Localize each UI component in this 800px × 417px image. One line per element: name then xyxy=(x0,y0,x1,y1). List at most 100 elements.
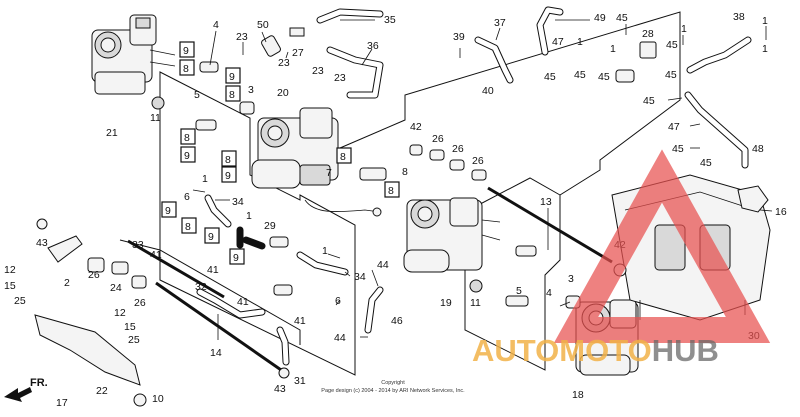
callout-1f: 1 xyxy=(202,173,208,185)
callout-35: 35 xyxy=(384,14,396,26)
callout-23c: 23 xyxy=(312,65,324,77)
front-arrow: FR. xyxy=(4,377,48,402)
callout-45c: 45 xyxy=(574,69,586,81)
callout-numbers: 4 23 50 23 27 23 35 36 23 39 40 37 49 45… xyxy=(4,11,787,409)
callout-19: 19 xyxy=(440,297,452,309)
callout-41a: 41 xyxy=(150,249,162,261)
callout-25b: 25 xyxy=(128,334,140,346)
box-label-9d: 9 xyxy=(225,170,231,182)
callout-8h: 8 xyxy=(402,166,408,178)
callout-15a: 15 xyxy=(4,280,16,292)
callout-46: 46 xyxy=(391,315,403,327)
callout-1h: 1 xyxy=(322,245,328,257)
small-parts xyxy=(34,27,657,407)
callout-2: 2 xyxy=(64,277,70,289)
front-arrow-label: FR. xyxy=(30,377,48,389)
callout-43b: 43 xyxy=(274,383,286,395)
callout-4b: 4 xyxy=(546,287,552,299)
callout-29: 29 xyxy=(264,220,276,232)
carburetor-20 xyxy=(251,107,382,217)
callout-3a: 3 xyxy=(248,84,254,96)
callout-22: 22 xyxy=(96,385,108,397)
callout-45b: 45 xyxy=(544,71,556,83)
callout-45e: 45 xyxy=(666,39,678,51)
callout-17: 17 xyxy=(56,397,68,409)
callout-26e: 26 xyxy=(134,297,146,309)
watermark-triangle xyxy=(553,149,771,343)
hose-group xyxy=(196,6,752,366)
callout-26d: 26 xyxy=(88,269,100,281)
callout-5b: 5 xyxy=(516,285,522,297)
callout-49: 49 xyxy=(594,12,606,24)
callout-39: 39 xyxy=(453,31,465,43)
box-label-8f: 8 xyxy=(388,185,394,197)
watermark-part3: HUB xyxy=(652,333,719,368)
callout-34b: 34 xyxy=(354,271,366,283)
box-label-9g: 9 xyxy=(233,252,239,264)
callout-34a: 34 xyxy=(232,196,244,208)
callout-1b: 1 xyxy=(610,43,616,55)
callout-4a: 4 xyxy=(213,19,219,31)
callout-7: 7 xyxy=(326,167,332,179)
callout-45h: 45 xyxy=(672,143,684,155)
box-label-8a: 8 xyxy=(183,63,189,75)
copyright-text: Page design (c) 2004 - 2014 by ARI Netwo… xyxy=(321,388,465,394)
callout-5a: 5 xyxy=(194,89,200,101)
box-label-9b: 9 xyxy=(229,71,235,83)
callout-45g: 45 xyxy=(643,95,655,107)
callout-14: 14 xyxy=(210,347,222,359)
callout-47a: 47 xyxy=(552,36,564,48)
callout-45i: 45 xyxy=(700,157,712,169)
callout-26a: 26 xyxy=(432,133,444,145)
callout-45a: 45 xyxy=(616,12,628,24)
carburetor-21 xyxy=(91,14,176,95)
callout-36: 36 xyxy=(367,40,379,52)
callout-26b: 26 xyxy=(452,143,464,155)
callout-12b: 12 xyxy=(114,307,126,319)
callout-27: 27 xyxy=(292,47,304,59)
rod-group xyxy=(127,186,613,374)
box-label-9a: 9 xyxy=(183,45,189,57)
callout-15b: 15 xyxy=(124,321,136,333)
box-label-9c: 9 xyxy=(184,150,190,162)
callout-12a: 12 xyxy=(4,264,16,276)
callout-11a: 11 xyxy=(150,112,161,124)
callout-1c: 1 xyxy=(681,23,687,35)
boxed-callouts: 9 8 9 8 8 9 8 9 8 8 9 8 9 9 xyxy=(161,41,400,265)
callout-43a: 43 xyxy=(36,237,48,249)
box-label-8b: 8 xyxy=(229,89,235,101)
callout-47b: 47 xyxy=(668,121,680,133)
callout-11b: 11 xyxy=(470,297,481,309)
callout-13: 13 xyxy=(540,196,552,208)
leader-lines xyxy=(192,19,773,340)
front-arrow-icon xyxy=(4,387,32,402)
callout-1d: 1 xyxy=(762,15,768,27)
callout-1g: 1 xyxy=(246,210,252,222)
frame-lines xyxy=(119,11,681,376)
box-label-8g: 8 xyxy=(185,221,191,233)
watermark-auto: AUTOMOTOHUB xyxy=(472,333,719,368)
callout-1e: 1 xyxy=(762,43,768,55)
callout-41b: 41 xyxy=(207,264,219,276)
callout-41c: 41 xyxy=(237,296,249,308)
box-label-8e: 8 xyxy=(340,151,346,163)
callout-44a: 44 xyxy=(377,259,389,271)
callout-42a: 42 xyxy=(410,121,422,133)
callout-37: 37 xyxy=(494,17,506,29)
callout-32: 32 xyxy=(195,281,207,293)
callout-3b: 3 xyxy=(568,273,574,285)
callout-26c: 26 xyxy=(472,155,484,167)
box-label-9f: 9 xyxy=(208,231,214,243)
watermark: AUTOMOTOHUB xyxy=(472,149,771,368)
callout-18: 18 xyxy=(572,389,584,401)
callout-31: 31 xyxy=(294,375,306,387)
callout-40: 40 xyxy=(482,85,494,97)
callout-50: 50 xyxy=(257,19,269,31)
callout-6b: 6 xyxy=(335,295,341,307)
callout-20: 20 xyxy=(277,87,289,99)
watermark-part2: MOTO xyxy=(559,333,651,368)
copyright-title: Copyright xyxy=(381,380,405,386)
callout-33: 33 xyxy=(132,239,144,251)
